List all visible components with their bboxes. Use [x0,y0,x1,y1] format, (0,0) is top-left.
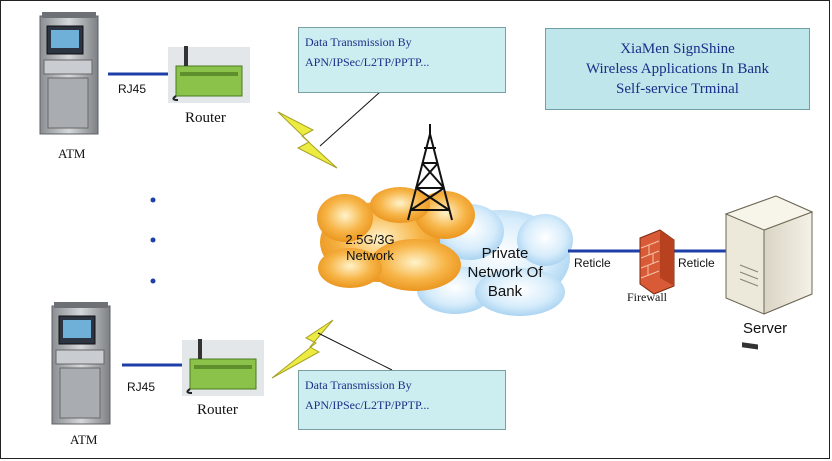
network-cloud-line-1: 2.5G/3G [345,232,395,247]
atm-top [39,12,99,135]
callout-pointer-top [319,91,381,147]
ellipsis-dot [150,237,156,243]
firewall-icon [639,229,675,295]
network-cloud-line-2: Network [346,248,394,263]
rj45-top-label: RJ45 [118,82,147,96]
cell-tower-icon [407,124,453,221]
bank-cloud-label: Private Network Of Bank [455,244,555,301]
callout-bottom: Data Transmission By APN/IPSec/L2TP/PPTP… [298,370,506,430]
rj45-bottom-label: RJ45 [127,380,156,394]
callout-top-line-1: Data Transmission By [305,35,412,49]
reticle-left-label: Reticle [574,256,611,270]
atm-bottom-label: ATM [70,432,98,447]
title-line-2: Wireless Applications In Bank [585,61,770,77]
router-top [168,46,250,103]
callout-bottom-line-1: Data Transmission By [305,378,412,392]
reticle-right-label: Reticle [678,256,715,270]
atm-bottom [51,302,111,425]
wireless-signal-icon-top [277,111,338,169]
bank-cloud-line-3: Bank [487,283,523,300]
network-cloud-label: 2.5G/3G Network [340,232,400,264]
ellipsis-dot [150,278,156,284]
title-line-1: XiaMen SignShine [620,41,735,57]
callout-top-line-2: APN/IPSec/L2TP/PPTP... [305,55,430,69]
bank-cloud-line-2: Network Of [467,264,543,281]
server-label: Server [743,320,788,337]
callout-top: Data Transmission By APN/IPSec/L2TP/PPTP… [298,27,506,93]
router-bottom [182,339,264,396]
title-box: XiaMen SignShine Wireless Applications I… [545,28,810,110]
bank-cloud-line-1: Private [481,245,529,262]
bank-cloud [417,204,573,316]
network-cloud [317,187,475,291]
callout-pointer-bottom [317,332,393,371]
callout-bottom-line-2: APN/IPSec/L2TP/PPTP... [305,398,430,412]
router-top-label: Router [185,110,226,126]
atm-top-label: ATM [58,146,86,161]
wireless-signal-icon-bottom [271,319,334,379]
title-line-3: Self-service Trminal [616,81,739,97]
router-bottom-label: Router [197,402,238,418]
ellipsis-dot [150,197,156,203]
firewall-label: Firewall [627,290,667,304]
server-icon [724,195,814,350]
